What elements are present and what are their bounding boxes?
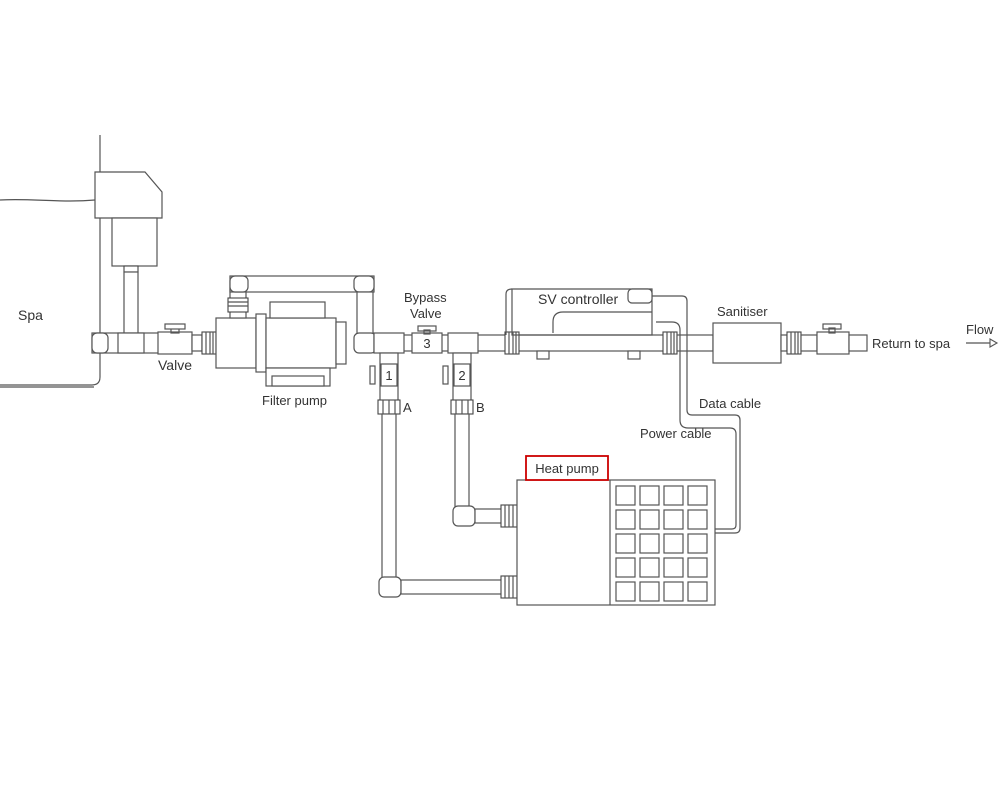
bypass-valve-label-2: Valve [410, 306, 442, 321]
grille-cell [687, 581, 708, 602]
power-cable [656, 321, 737, 530]
grille-cell [639, 557, 660, 578]
bypass-valve-number: 3 [423, 336, 430, 351]
data-cable-label: Data cable [699, 396, 761, 411]
grille-cell [663, 533, 684, 554]
grille-cell [615, 557, 636, 578]
heat-pump-label-box: Heat pump [525, 455, 609, 481]
spa-label: Spa [18, 307, 43, 323]
flow-arrow [966, 338, 999, 348]
heat-pump-grille [615, 485, 708, 602]
grille-cell [663, 581, 684, 602]
sv-controller [505, 288, 741, 534]
grille-cell [687, 485, 708, 506]
valve-1-number: 1 [385, 368, 392, 383]
grille-cell [663, 509, 684, 530]
spa-tub [0, 135, 101, 388]
valve-1: 1 A [369, 352, 412, 415]
return-to-spa-label: Return to spa [872, 336, 951, 351]
port-a-label: A [403, 400, 412, 415]
power-cable-label: Power cable [640, 426, 712, 441]
heat-pump-pipes [378, 413, 518, 599]
grille-cell [663, 485, 684, 506]
sv-controller-label: SV controller [538, 291, 618, 307]
suction-pipe [91, 271, 161, 354]
filter-pump-label: Filter pump [262, 393, 327, 408]
data-cable [652, 295, 741, 534]
union-fitting [201, 331, 217, 355]
main-line [373, 331, 714, 360]
grille-cell [639, 581, 660, 602]
pump-discharge-pipe [229, 275, 377, 354]
grille-cell [687, 533, 708, 554]
return-valve [816, 323, 868, 355]
valve-label: Valve [158, 357, 192, 373]
filter-pump [215, 287, 347, 387]
grille-cell [687, 557, 708, 578]
skimmer-unit [94, 171, 163, 273]
bypass-valve-3: 3 [411, 325, 443, 354]
grille-cell [639, 485, 660, 506]
port-b-label: B [476, 400, 485, 415]
sanitiser-label: Sanitiser [717, 304, 768, 319]
flow-label: Flow [966, 322, 994, 337]
valve [157, 323, 217, 355]
grille-cell [639, 533, 660, 554]
grille-cell [663, 557, 684, 578]
grille-cell [615, 533, 636, 554]
grille-cell [615, 485, 636, 506]
heat-pump-label: Heat pump [535, 461, 599, 476]
bypass-valve-label-1: Bypass [404, 290, 447, 305]
valve-2-number: 2 [458, 368, 465, 383]
sanitiser [712, 322, 818, 364]
grille-cell [639, 509, 660, 530]
heat-pump [516, 479, 716, 606]
grille-cell [615, 509, 636, 530]
grille-cell [615, 581, 636, 602]
grille-cell [687, 509, 708, 530]
valve-2: 2 B [442, 352, 485, 415]
